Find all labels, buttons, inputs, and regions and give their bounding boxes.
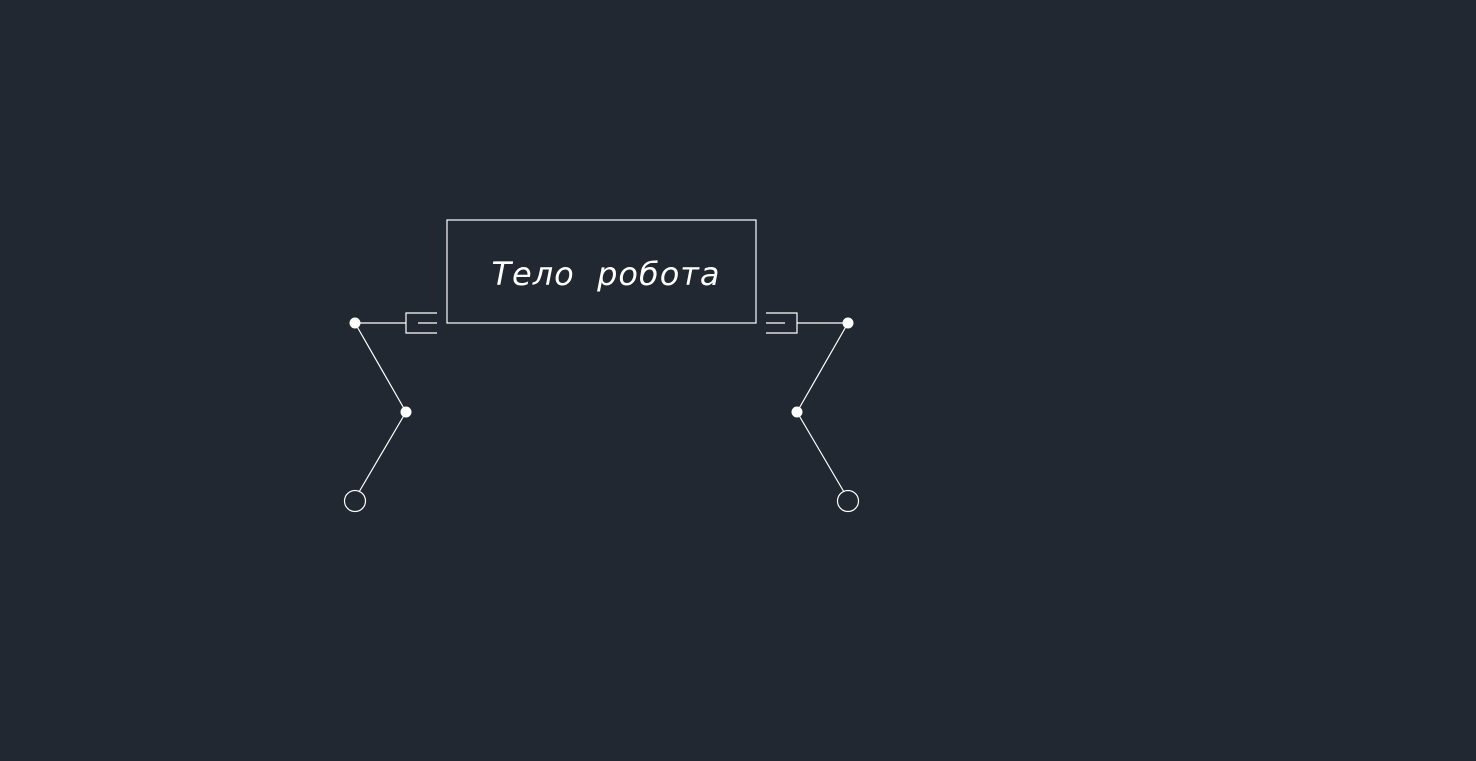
- left-foot: [343, 489, 367, 513]
- left-upper-link: [354, 322, 407, 413]
- right-foot: [836, 489, 860, 513]
- robot-body: Тело робота: [446, 219, 757, 324]
- left-hip-joint: [349, 317, 361, 329]
- right-hip-joint: [842, 317, 854, 329]
- left-slider-joint: [405, 312, 437, 334]
- right-leg: [791, 317, 860, 513]
- left-leg: [343, 317, 412, 513]
- robot-body-rect: [446, 219, 757, 324]
- robot-body-label: Тело робота: [491, 255, 720, 293]
- right-knee-joint: [791, 406, 803, 418]
- left-knee-joint: [400, 406, 412, 418]
- right-lower-link: [796, 411, 845, 493]
- right-upper-link: [796, 322, 849, 413]
- right-slider-joint: [766, 312, 798, 334]
- left-lower-link: [358, 411, 407, 493]
